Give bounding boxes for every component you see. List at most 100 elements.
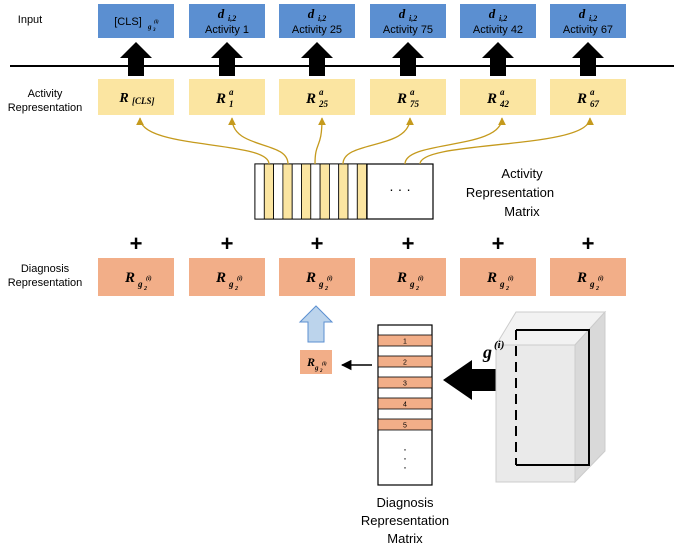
diagnosis-rep-symbol: R (396, 270, 407, 286)
matrix-column (263, 163, 274, 220)
up-arrow (482, 42, 514, 76)
matrix-arrow (342, 117, 414, 165)
input-activity-label: Activity 75 (383, 24, 433, 36)
matrix-column (301, 163, 312, 220)
diagnosis-matrix-title-1: Diagnosis (376, 495, 434, 510)
activity-rep-symbol: R (576, 91, 587, 107)
cube-to-matrix-arrow (443, 360, 502, 400)
diagnosis-matrix-row (377, 376, 433, 389)
up-arrow (120, 42, 152, 76)
activity-rep-symbol: R (305, 91, 316, 107)
diagnosis-rep-symbol: R (486, 270, 497, 286)
diagnosis-rep-sub: g (589, 279, 595, 289)
diagnosis-matrix-row (377, 418, 433, 431)
activity-rep-sub: 1 (229, 99, 234, 109)
diagnosis-rep-small: R g 2 (i) (300, 350, 332, 374)
diagnosis-rep-sup: (i) (508, 275, 514, 282)
diagnosis-rep-sup: (i) (327, 275, 333, 282)
matrix-column (319, 163, 330, 220)
matrix-arrow (136, 117, 270, 165)
input-d-symbol: d (218, 6, 225, 21)
cube-label-sup: (i) (494, 339, 504, 351)
activity-rep-symbol: R (486, 91, 497, 107)
diagnosis-rep-subsub: 2 (324, 286, 328, 292)
up-arrow (211, 42, 243, 76)
diagnosis-rep-sup: (i) (146, 275, 152, 282)
matrix-to-activity-arrows (136, 117, 594, 165)
input-d-sub: i,2 (499, 14, 507, 23)
matrix-column (328, 163, 340, 220)
activity-rep-sup: a (590, 87, 595, 97)
diagnosis-rep-symbol: R (215, 270, 226, 286)
matrix-column (338, 163, 349, 220)
input-box (550, 4, 626, 38)
row-label-input: Input (18, 14, 42, 26)
diagnosis-matrix-dot-3: · (403, 460, 407, 474)
activity-rep-box (460, 79, 536, 115)
diagnosis-rep-symbol: R (305, 270, 316, 286)
activity-rep-box (279, 79, 355, 115)
matrix-column (310, 163, 321, 220)
row-label-activity-1: Activity (28, 88, 63, 100)
diagnosis-matrix-row-label: 2 (403, 360, 407, 367)
input-d-sub: i,2 (228, 14, 236, 23)
matrix-column (356, 163, 367, 220)
activity-rep-sup: a (500, 87, 505, 97)
input-d-symbol: d (399, 6, 406, 21)
diagnosis-rep-sup: (i) (598, 275, 604, 282)
diagnosis-rep-subsub: 2 (143, 286, 147, 292)
activity-rep-symbol: R (215, 91, 226, 107)
diagnosis-rep-sub: g (228, 279, 234, 289)
diagnosis-rep-symbol: R (124, 270, 135, 286)
input-cls-label: [CLS] (114, 16, 142, 28)
plus-sign: + (221, 231, 234, 256)
diagnosis-rep-box (279, 258, 355, 296)
activity-rep-box (550, 79, 626, 115)
diagnosis-rep-box (460, 258, 536, 296)
plus-sign: + (492, 231, 505, 256)
input-activity-label: Activity 42 (473, 24, 523, 36)
input-d-sub: i,2 (318, 14, 326, 23)
cube-label: g (482, 342, 492, 362)
input-d-symbol: d (579, 6, 586, 21)
matrix-column (291, 163, 302, 220)
input-d-symbol: d (308, 6, 315, 21)
activity-rep-sub: 42 (499, 99, 510, 109)
diagnosis-rep-sub: g (137, 279, 143, 289)
diagnosis-matrix-dot-2: · (403, 451, 407, 465)
input-cls-subsub: 3 (152, 28, 156, 33)
activity-rep-sub: 67 (590, 99, 600, 109)
up-arrow (572, 42, 604, 76)
input-activity-label: Activity 25 (292, 24, 342, 36)
diagnosis-rep-sub: g (409, 279, 415, 289)
diagnosis-rep-subsub: 2 (505, 286, 509, 292)
input-box (370, 4, 446, 38)
plus-sign: + (311, 231, 324, 256)
input-box (189, 4, 265, 38)
matrix-arrow (314, 117, 326, 165)
diagnosis-rep-sup: (i) (418, 275, 424, 282)
activity-rep-sub: 25 (318, 99, 329, 109)
activity-rep-symbol: R (396, 91, 407, 107)
row-label-diagnosis-2: Representation (8, 277, 83, 289)
plus-sign: + (130, 231, 143, 256)
input-d-symbol: d (489, 6, 496, 21)
activity-matrix-title-3: Matrix (504, 204, 540, 219)
diagnosis-matrix-title-2: Representation (361, 513, 449, 528)
matrix-column (273, 163, 284, 220)
up-arrow (392, 42, 424, 76)
patient-cube (495, 310, 607, 484)
activity-rep-sub: 75 (410, 99, 420, 109)
matrix-column (254, 163, 265, 220)
activity-matrix-title-1: Activity (501, 166, 543, 181)
diagnosis-rep-subsub: 2 (415, 286, 419, 292)
diagnosis-rep-symbol: R (576, 270, 587, 286)
diagnosis-matrix-row (377, 334, 433, 347)
